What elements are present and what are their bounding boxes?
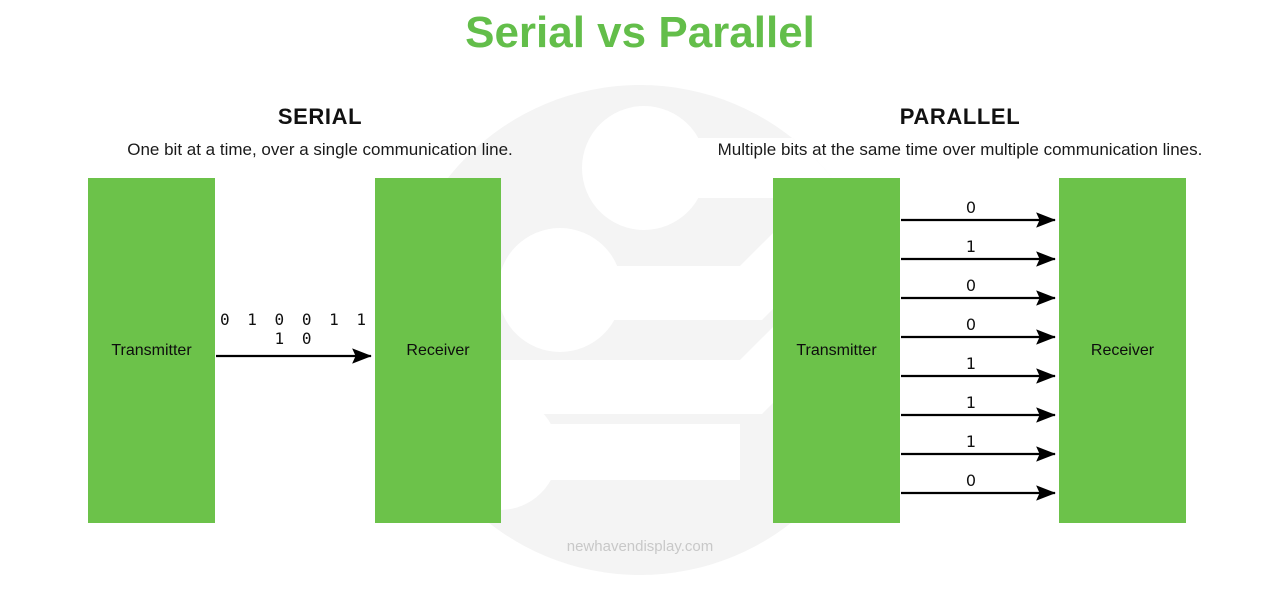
- serial-heading: SERIAL: [277, 104, 363, 129]
- parallel-bit-value: 1: [965, 354, 977, 373]
- parallel-bit-value: 1: [965, 237, 977, 256]
- serial-receiver-box: Receiver: [375, 178, 501, 523]
- parallel-bit-value: 0: [965, 198, 977, 217]
- parallel-bit-value: 0: [965, 276, 977, 295]
- parallel-transmitter-box: Transmitter: [773, 178, 900, 523]
- parallel-receiver-label: Receiver: [1090, 341, 1155, 359]
- parallel-bit-value: 1: [965, 432, 977, 451]
- parallel-heading: PARALLEL: [899, 104, 1021, 129]
- parallel-transmitter-label: Transmitter: [796, 341, 877, 359]
- serial-subtitle: One bit at a time, over a single communi…: [127, 140, 513, 159]
- site-credit: newhavendisplay.com: [566, 538, 714, 555]
- serial-transmitter-label: Transmitter: [111, 341, 192, 359]
- parallel-receiver-box: Receiver: [1059, 178, 1186, 523]
- parallel-bit-value: 0: [965, 315, 977, 334]
- serial-bit-stream: 0 1 0 0 1 1 1 0: [220, 310, 370, 348]
- page-title: Serial vs Parallel: [465, 8, 815, 57]
- serial-receiver-label: Receiver: [406, 341, 470, 359]
- parallel-bit-value: 1: [965, 393, 977, 412]
- parallel-arrow-group: [901, 212, 1056, 501]
- parallel-subtitle: Multiple bits at the same time over mult…: [717, 140, 1203, 159]
- parallel-bit-value: 0: [965, 471, 977, 490]
- serial-transmitter-box: Transmitter: [88, 178, 215, 523]
